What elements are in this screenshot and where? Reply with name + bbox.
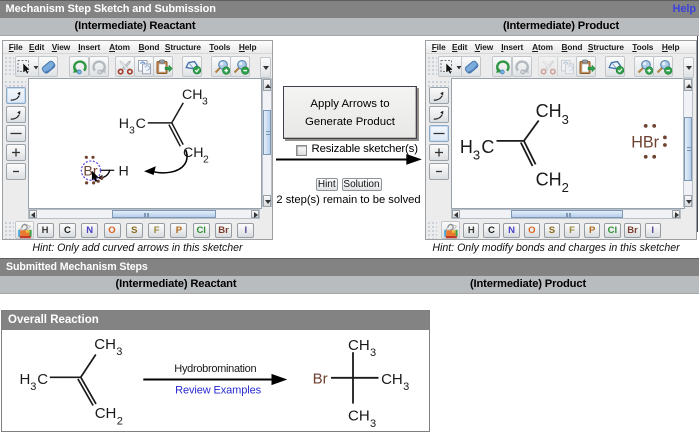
svg-text:3: 3 [562,112,569,127]
svg-text:Br: Br [313,370,328,387]
svg-text:CH: CH [95,405,117,422]
svg-text:CH: CH [182,87,203,103]
svg-text:H: H [119,164,129,180]
svg-text:H: H [20,371,31,388]
svg-text:3: 3 [202,97,208,108]
svg-text:Review Examples: Review Examples [175,384,262,396]
svg-text:C: C [136,116,146,132]
svg-text:C: C [481,137,494,157]
svg-text:H: H [119,116,129,132]
svg-text:2: 2 [203,154,209,165]
svg-text:H: H [460,137,473,157]
svg-text:3: 3 [129,125,135,136]
svg-text:3: 3 [116,346,122,358]
svg-text:3: 3 [370,417,376,429]
svg-text:3: 3 [30,380,36,392]
svg-text:CH: CH [536,170,562,190]
svg-text:2: 2 [117,415,123,427]
svg-text:3: 3 [473,147,480,162]
svg-text:3: 3 [370,347,376,359]
svg-text:CH: CH [94,335,116,352]
svg-text:3: 3 [403,381,409,393]
svg-text:HBr: HBr [631,134,659,152]
svg-text:CH: CH [348,336,370,353]
svg-text:2: 2 [562,180,569,195]
svg-text:Hydrobromination: Hydrobromination [174,362,256,374]
svg-text:C: C [37,371,48,388]
svg-text:CH: CH [183,145,204,161]
svg-text:CH: CH [348,407,370,424]
svg-text:CH: CH [536,101,562,121]
svg-text:CH: CH [381,370,403,387]
